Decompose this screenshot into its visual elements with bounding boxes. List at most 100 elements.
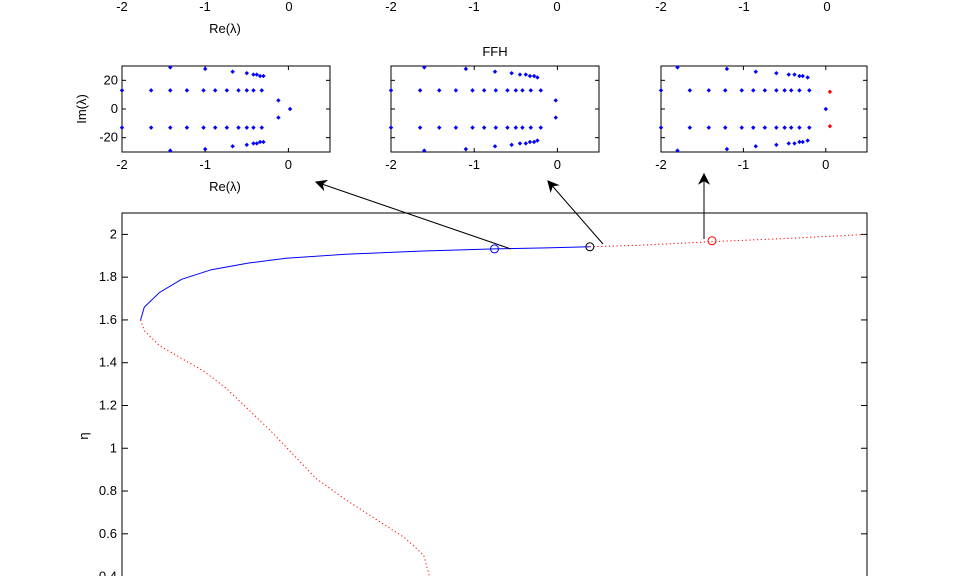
main-plot-frame	[121, 212, 868, 576]
eigenvalue-point	[517, 72, 523, 77]
top-x-label: Re(λ)	[209, 21, 241, 36]
eigenvalue-point	[535, 138, 540, 143]
eigenvalue-point	[538, 88, 543, 93]
eigenvalue-point	[706, 125, 711, 130]
eigenvalue-point	[261, 73, 266, 79]
eigenvalue-point	[792, 141, 797, 146]
eigenvalue-point	[517, 141, 523, 146]
eigenvalue-point	[706, 88, 711, 93]
eigenvalue-point	[417, 88, 423, 93]
eigenvalue-point	[528, 88, 533, 93]
top-tick-label: -1	[199, 0, 211, 14]
eigenvalue-point	[528, 125, 533, 130]
eigenvalue-point	[437, 88, 442, 93]
main-plot-curves	[140, 233, 868, 576]
y-tick-label: 0.8	[99, 483, 117, 498]
eigenvalue-point	[774, 125, 779, 130]
eigenvalue-point	[786, 141, 791, 146]
top-partial-row: -2 -1 0 -2 -1 0 -2 -1 0 Re(λ)	[116, 0, 830, 36]
panel-left-xlabel: Re(λ)	[209, 179, 241, 194]
eigenvalue-point	[261, 139, 266, 145]
eigenvalue-point	[724, 66, 730, 72]
eigenvalue-point	[827, 124, 833, 129]
eigenvalue-point	[201, 88, 206, 93]
eigenvalue-point	[520, 88, 525, 93]
eigenvalue-point	[797, 73, 802, 79]
y-tick-label: 1	[110, 440, 117, 455]
eigenvalue-point	[782, 88, 787, 93]
eigenvalue-point	[230, 144, 235, 149]
y-tick-label: 0	[111, 101, 118, 116]
eigenvalue-point	[800, 139, 805, 145]
eigenvalue-point	[751, 125, 756, 130]
eigenvalue-point	[230, 69, 235, 74]
unstable-branch-line	[140, 319, 430, 576]
eigenvalue-point	[513, 125, 518, 130]
panel-left-frame	[121, 65, 331, 153]
eigenvalue-point	[675, 65, 680, 70]
top-tick-label: 0	[823, 0, 830, 14]
eigenvalue-point	[259, 88, 264, 93]
x-tick-label: -1	[738, 157, 750, 172]
eigenvalue-point	[762, 88, 768, 93]
eigenvalue-point	[388, 125, 394, 130]
eigenvalue-point	[535, 75, 540, 80]
eigenvalue-point	[184, 88, 190, 93]
eigenvalue-point	[658, 88, 664, 93]
eigenvalue-point	[520, 125, 525, 130]
eigenvalue-point	[203, 146, 208, 152]
eigenvalue-point	[201, 125, 206, 130]
eigenvalue-point	[244, 142, 249, 148]
eigenvalue-point	[257, 73, 263, 79]
y-tick-label: 1.8	[99, 269, 117, 284]
eigenvalue-point	[505, 88, 510, 93]
arrow-to-middle-panel	[547, 180, 604, 245]
eigenvalue-point	[453, 125, 459, 130]
panel-right-points	[658, 65, 833, 153]
y-tick-label: 1.6	[99, 312, 117, 327]
x-tick-label: -2	[116, 157, 128, 172]
eigenvalue-point	[797, 125, 802, 130]
eigenvalue-point	[762, 125, 768, 130]
panel-middle-points	[388, 65, 558, 153]
eigenvalue-point	[463, 66, 469, 72]
eigenvalue-point	[251, 72, 256, 77]
eigenvalue-point	[493, 125, 499, 130]
eigenvalue-point	[119, 125, 125, 130]
eigenvalue-point	[782, 125, 787, 130]
y-tick-label: 0.4	[99, 569, 117, 576]
eigenvalue-point	[203, 66, 208, 72]
eigenvalue-point	[800, 73, 805, 79]
eigenvalue-point	[658, 125, 664, 130]
eigenvalue-point	[687, 125, 693, 130]
eigenvalue-point	[788, 125, 794, 130]
eigenvalue-point	[212, 125, 218, 130]
eigenvalue-point	[492, 69, 498, 74]
eigenvalue-point	[251, 141, 256, 146]
y-tick-label: 0.6	[99, 526, 117, 541]
eigenvalue-point	[481, 125, 487, 130]
eigenvalue-point	[724, 146, 730, 152]
eigenvalue-point	[148, 88, 154, 93]
annotation-arrows	[314, 172, 710, 250]
panel-middle-title: FFH	[482, 44, 507, 59]
eigenvalue-point	[739, 88, 744, 93]
eigenvalue-point	[148, 125, 154, 130]
eigenvalue-point	[827, 89, 833, 94]
eigenvalue-point	[481, 88, 487, 93]
x-tick-label: -1	[468, 157, 480, 172]
eigenvalue-point	[388, 88, 394, 93]
main-plot-ticks: 0.40.60.811.21.41.61.82	[99, 226, 867, 576]
eigenvalue-point	[224, 125, 230, 130]
eigenvalue-point	[244, 70, 249, 76]
stable-branch-line	[140, 246, 590, 321]
panel-right-frame	[660, 65, 868, 153]
y-tick-label: 1.2	[99, 397, 117, 412]
eigenvalue-point	[527, 73, 533, 79]
